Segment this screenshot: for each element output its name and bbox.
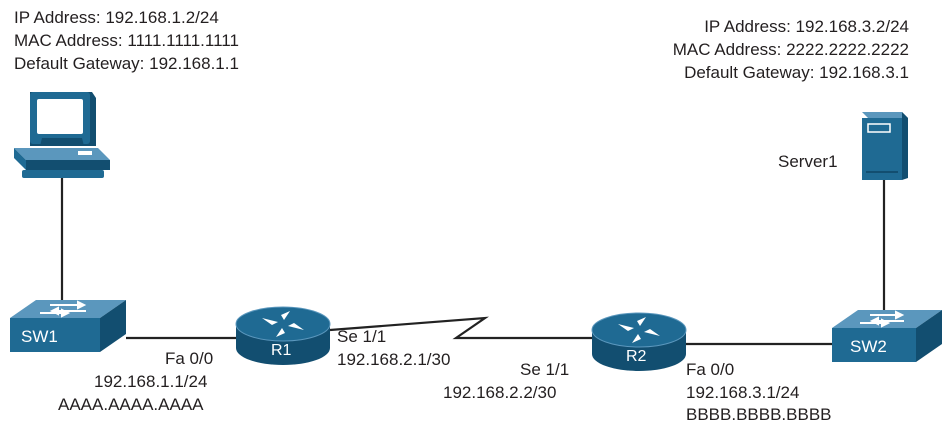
- r1-name-label: R1: [271, 342, 292, 359]
- r1-wan-interface-label: Se 1/1: [337, 327, 387, 346]
- pc-icon: [14, 92, 110, 178]
- router-icon: [591, 312, 687, 371]
- server-icon: [862, 112, 908, 180]
- r1-wan-ip-label: 192.168.2.1/30: [337, 350, 451, 369]
- r2-name-label: R2: [626, 348, 647, 365]
- r2-lan-mac-label: BBBB.BBBB.BBBB: [686, 405, 832, 424]
- server-ip-label: IP Address: 192.168.3.2/24: [704, 17, 909, 36]
- server-info: IP Address: 192.168.3.2/24 MAC Address: …: [673, 15, 909, 84]
- server-name-label: Server1: [778, 152, 838, 171]
- r2-wan-ip-label: 192.168.2.2/30: [443, 383, 557, 402]
- r1-lan-ip-label: 192.168.1.1/24: [94, 372, 208, 391]
- r2-lan-interface-label: Fa 0/0: [686, 360, 735, 379]
- link-serial-r1-r2: [329, 316, 592, 340]
- r2-wan-interface-label: Se 1/1: [520, 360, 570, 379]
- sw1-name-label: SW1: [21, 327, 58, 346]
- r2-lan-ip-label: 192.168.3.1/24: [686, 383, 800, 402]
- r1-lan-interface-label: Fa 0/0: [165, 349, 214, 368]
- server-gateway-label: Default Gateway: 192.168.3.1: [684, 63, 909, 82]
- switch-icon: [10, 300, 126, 352]
- switch-icon: [832, 310, 942, 362]
- pc-info: IP Address: 192.168.1.2/24 MAC Address: …: [14, 6, 239, 75]
- server-mac-label: MAC Address: 2222.2222.2222: [672, 40, 909, 59]
- router-icon: [235, 306, 331, 365]
- sw2-name-label: SW2: [850, 337, 887, 356]
- pc-gateway-label: Default Gateway: 192.168.1.1: [14, 54, 239, 73]
- r1-lan-mac-label: AAAA.AAAA.AAAA: [58, 395, 204, 414]
- pc-mac-label: MAC Address: 1111.1111.1111: [14, 31, 239, 50]
- links: [60, 176, 886, 346]
- pc-ip-label: IP Address: 192.168.1.2/24: [14, 8, 219, 27]
